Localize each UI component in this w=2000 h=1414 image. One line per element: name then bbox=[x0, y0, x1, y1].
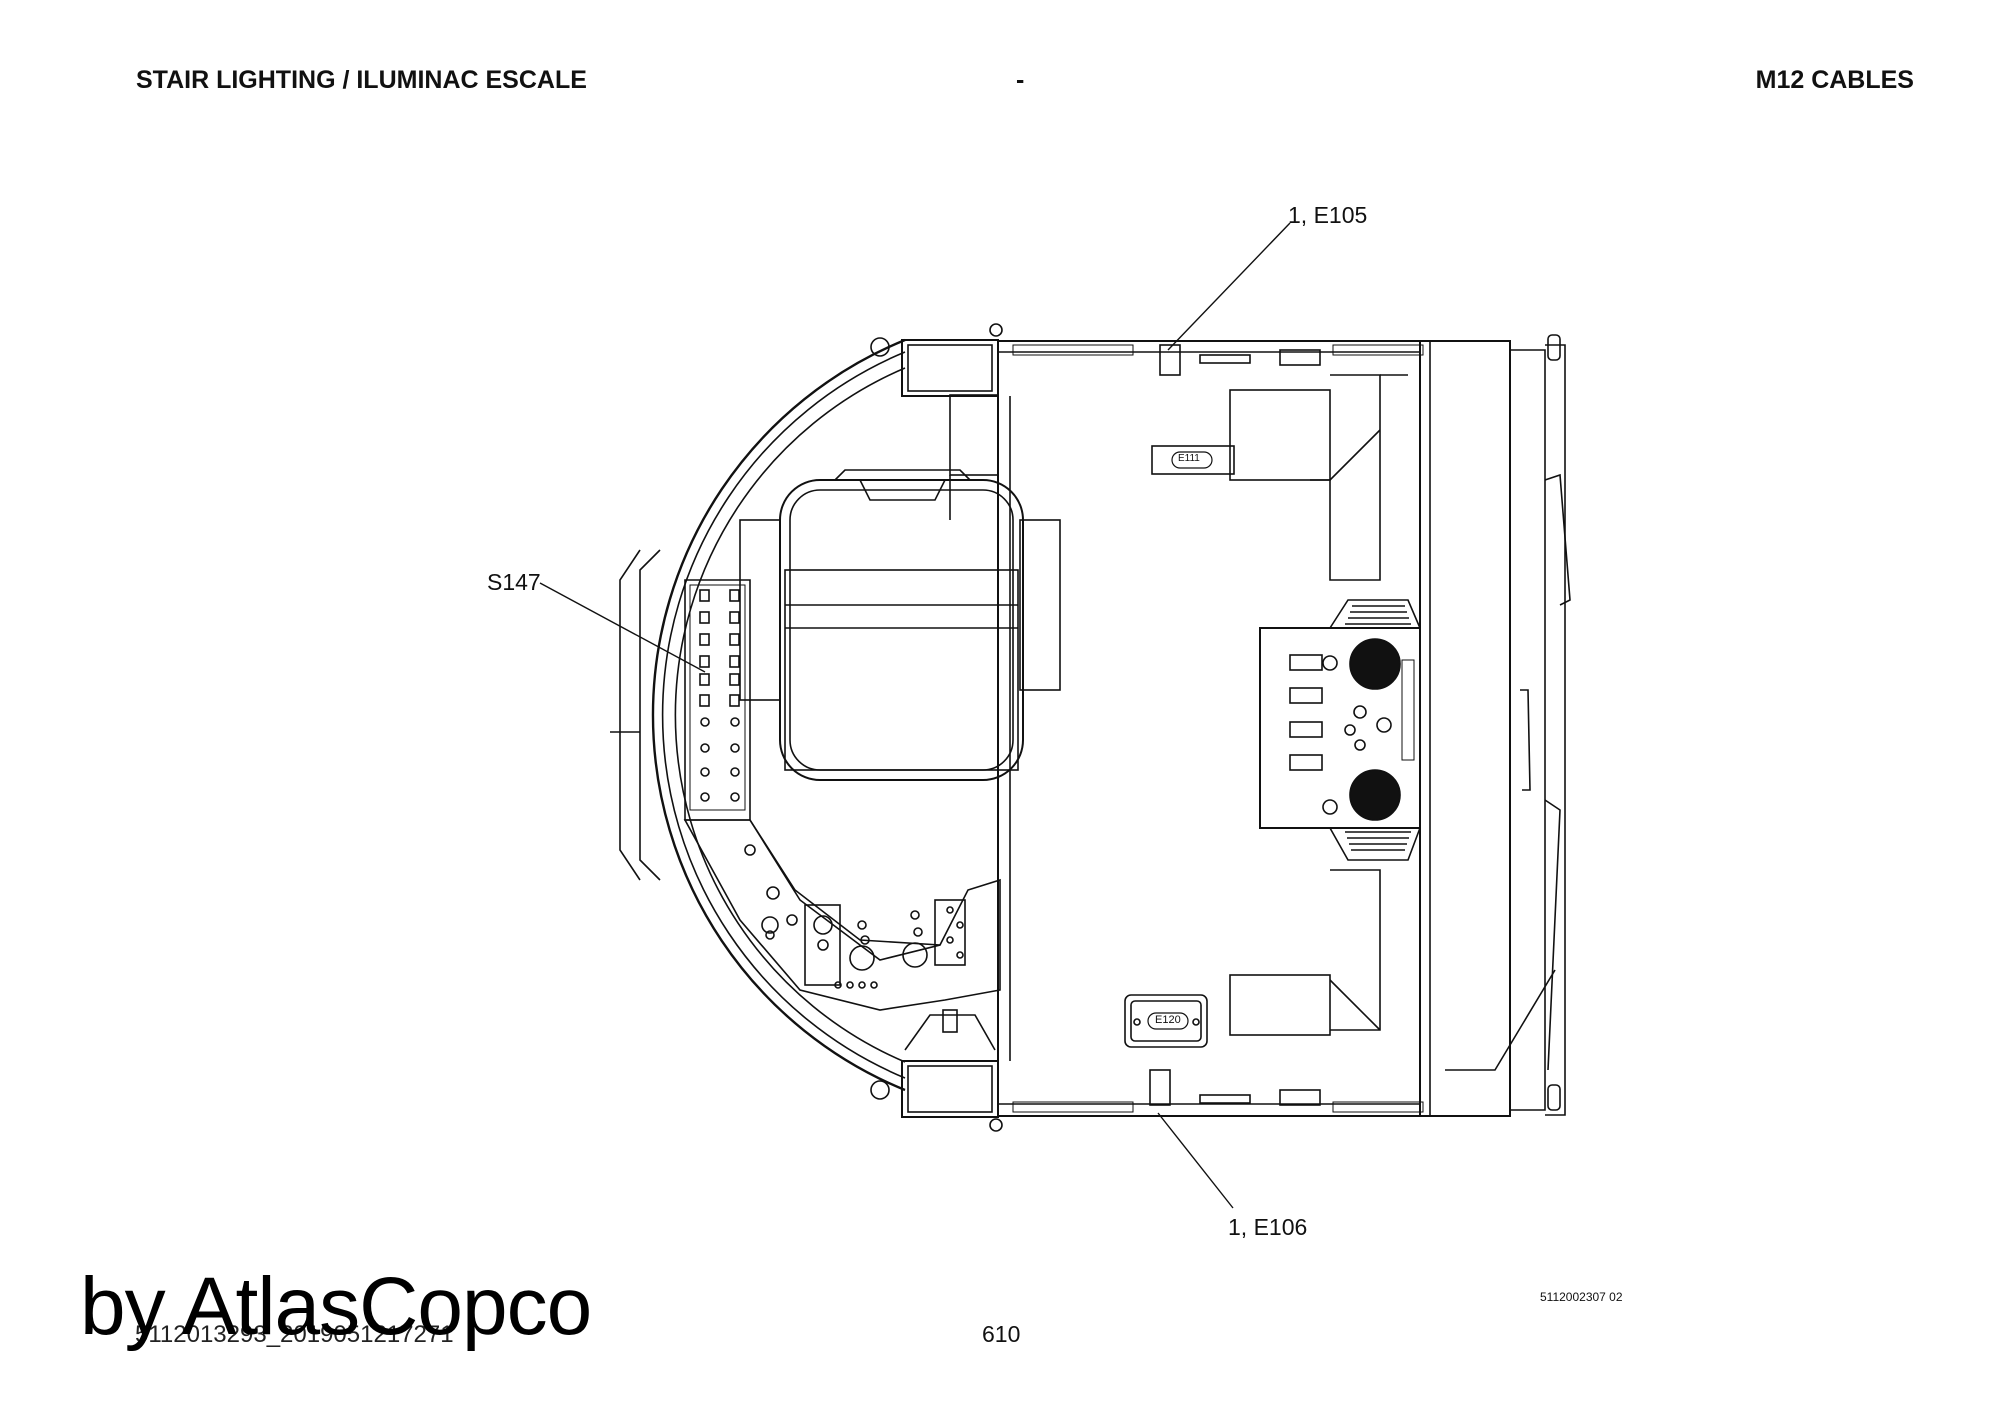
header-title: STAIR LIGHTING / ILUMINAC ESCALE bbox=[136, 66, 587, 94]
leader-lines bbox=[539, 222, 1291, 1209]
document-reference: 5112013293_2019051217271 bbox=[135, 1321, 454, 1348]
cab-floor-outline bbox=[997, 340, 1424, 1117]
step-box-top bbox=[901, 323, 1003, 476]
lamp-e111 bbox=[1151, 445, 1235, 475]
lamp-e106 bbox=[1149, 1069, 1321, 1106]
right-side-steps bbox=[1229, 374, 1408, 1036]
operator-seat bbox=[739, 469, 1061, 781]
page-number: 610 bbox=[982, 1321, 1021, 1347]
callout-e106: 1, E106 bbox=[1228, 1214, 1308, 1240]
front-arc-shell bbox=[610, 337, 906, 1100]
right-control-panel bbox=[1259, 599, 1421, 861]
drawing-number: 5112002307 02 bbox=[1540, 1290, 1623, 1304]
watermark: by AtlasCopco bbox=[80, 1261, 592, 1352]
rear-door bbox=[1419, 334, 1571, 1117]
lower-console bbox=[683, 819, 1001, 1011]
label-e111: E111 bbox=[1178, 453, 1200, 464]
lamp-e120 bbox=[1124, 994, 1208, 1048]
callout-e105: 1, E105 bbox=[1288, 202, 1368, 228]
header-section: M12 CABLES bbox=[1755, 66, 1914, 94]
lamp-e105 bbox=[1159, 344, 1321, 376]
header-separator: - bbox=[1016, 66, 1025, 94]
callout-s147: S147 bbox=[487, 569, 541, 595]
label-e120: E120 bbox=[1155, 1014, 1181, 1026]
step-box-bottom bbox=[901, 1009, 1003, 1132]
